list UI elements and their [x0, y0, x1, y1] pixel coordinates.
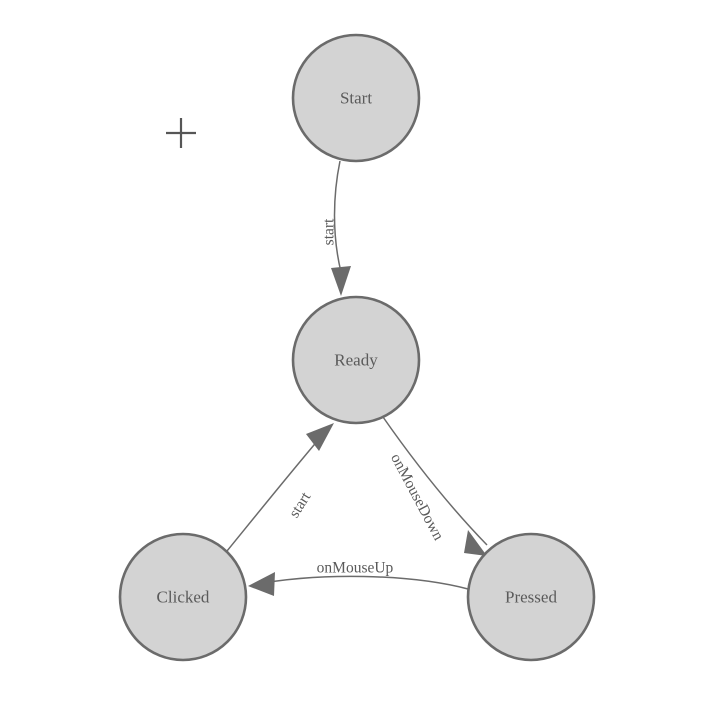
state-node-start[interactable]: Start [291, 33, 421, 163]
state-circle-start [291, 33, 421, 163]
state-label-ready: Ready [334, 351, 378, 370]
state-circle-clicked [118, 532, 248, 662]
state-node-pressed[interactable]: Pressed [466, 532, 596, 662]
state-circle-pressed [466, 532, 596, 662]
edge-label-start-to-ready: start [321, 218, 338, 245]
edge-label-clicked-to-ready: start [286, 489, 315, 521]
edge-ready-to-pressed[interactable]: onMouseDown [382, 416, 488, 556]
arrowhead-into-clicked [248, 572, 275, 596]
state-label-pressed: Pressed [505, 588, 557, 607]
arrowhead-into-ready-top [331, 266, 351, 296]
edge-pressed-to-clicked[interactable]: onMouseUp [248, 560, 469, 597]
state-node-clicked[interactable]: Clicked [118, 532, 248, 662]
edge-clicked-to-ready[interactable]: start [226, 423, 334, 552]
edge-path-start-to-ready [333, 160, 342, 273]
crosshair-marker-icon [166, 118, 196, 148]
edge-path-clicked-to-ready [226, 431, 326, 552]
state-circle-ready [291, 295, 421, 425]
state-label-clicked: Clicked [157, 588, 210, 607]
state-node-ready[interactable]: Ready [291, 295, 421, 425]
edge-start-to-ready[interactable]: start [321, 160, 352, 296]
edge-path-ready-to-pressed [382, 416, 488, 546]
edge-path-pressed-to-clicked [251, 575, 469, 590]
arrowhead-into-ready-bottom [306, 423, 334, 451]
arrowhead-into-pressed [464, 530, 487, 556]
state-label-start: Start [340, 89, 372, 108]
edge-label-pressed-to-clicked: onMouseUp [317, 560, 394, 577]
